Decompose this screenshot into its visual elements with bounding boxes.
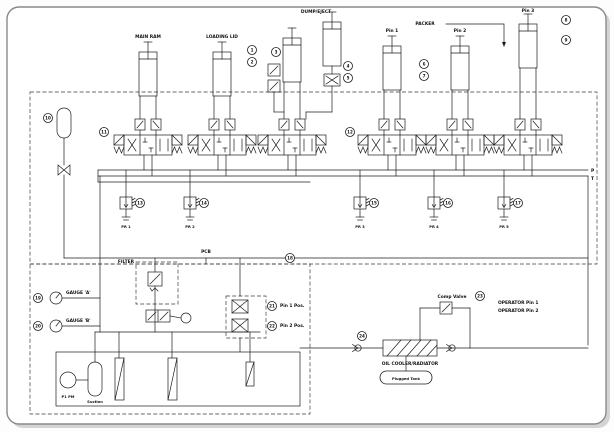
oil-cooler-label: OIL COOLER/RADIATOR [382,361,439,367]
enclosure-boundaries [29,91,598,415]
pin-position-block: Pin 1 Pos. Pin 2 Pos. [225,257,305,353]
balloon: 23 [475,291,485,301]
pin3-label: Pin 3 [522,8,534,14]
balloon: 7 [419,71,429,81]
sheet-frame [6,6,610,428]
station-pin2: Pin 2 [425,28,495,177]
svg-text:5: 5 [347,76,350,81]
svg-text:3: 3 [275,50,278,55]
svg-text:13: 13 [137,201,143,206]
rail-t-label: T [591,176,594,182]
return-line: PCB [63,249,589,265]
balloon: 13 [135,198,145,208]
dump-eject-label: DUMP/EJECT [301,9,331,15]
svg-text:2: 2 [251,60,254,65]
svg-text:24: 24 [359,334,365,339]
svg-text:16: 16 [445,201,451,206]
balloon: 15 [369,198,379,208]
filter-label: FILTER [118,259,135,265]
svg-text:15: 15 [371,201,377,206]
balloon: 2 [247,57,257,67]
balloon: 6 [419,59,429,69]
cooler-assembly: OIL COOLER/RADIATOR Comp Valve Plugged T… [299,294,589,385]
balloon: 4 [343,61,353,71]
svg-text:7: 7 [423,74,426,79]
prv-4-label: PR 4 [429,225,439,229]
balloon: 24 [357,331,367,341]
station-main-ram: MAIN RAM [113,34,183,177]
balloon: 20 [33,321,43,331]
operator-pin1-label: OPERATOR Pin 1 [498,300,538,306]
pressure-tank-rails: P T [97,168,595,346]
balloon: 1 [247,45,257,55]
balloon: 19 [33,293,43,303]
gauge-b-label: GAUGE 'B' [66,318,91,324]
balloon: 22 [267,321,277,331]
station-loading-lid: LOADING LID [187,34,257,177]
svg-text:6: 6 [423,62,426,67]
prv-3-label: PR 3 [355,225,365,229]
svg-text:22: 22 [269,324,275,329]
loading-lid-label: LOADING LID [206,34,238,40]
station-pin3: Pin 3 [493,8,563,177]
svg-text:4: 4 [347,64,350,69]
svg-text:9: 9 [565,38,568,43]
prv-5-label: PR 5 [499,225,509,229]
svg-text:18: 18 [287,256,293,261]
svg-text:1: 1 [251,48,254,53]
pin2-label: Pin 2 [454,28,466,34]
filter-assembly: FILTER [118,257,192,333]
suction-label: Suction [87,400,103,404]
item-balloons: 1 2 3 4 5 6 7 8 9 10 11 12 13 14 15 16 1… [33,15,571,341]
svg-text:8: 8 [565,18,568,23]
main-ram-label: MAIN RAM [135,34,161,40]
gauge-a-label: GAUGE 'A' [66,290,91,296]
balloon: 14 [199,198,209,208]
packer-label: PACKER [415,21,435,27]
reducing-valve-row: PR 1 PR 2 PR 3 PR 4 PR 5 [119,169,514,229]
svg-text:11: 11 [101,130,107,135]
svg-text:14: 14 [201,201,207,206]
svg-text:20: 20 [35,324,41,329]
svg-text:17: 17 [515,201,521,206]
balloon: 16 [443,198,453,208]
station-pin1: Pin 1 [357,28,427,177]
rail-p-label: P [591,168,595,174]
svg-text:19: 19 [35,296,41,301]
gauge-a-assembly: GAUGE 'A' [49,290,101,305]
balloon: 21 [267,301,277,311]
balloon: 10 [43,113,53,123]
svg-text:23: 23 [477,294,483,299]
svg-text:12: 12 [347,130,353,135]
svg-text:10: 10 [45,116,51,121]
packer-callout: PACKER [415,21,506,47]
pump-label: P1 PM [62,395,75,399]
svg-text:21: 21 [269,304,275,309]
balloon: 8 [561,15,571,25]
plugged-tank-label: Plugged Tank [392,377,420,381]
operator-pin2-label: OPERATOR Pin 2 [498,308,538,314]
balloon: 5 [343,73,353,83]
balloon: 9 [561,35,571,45]
prv-1-label: PR 1 [121,225,131,229]
balloon: 12 [345,127,355,137]
prv-2-label: PR 2 [185,225,195,229]
comp-valve-label: Comp Valve [438,294,467,300]
balloon: 17 [513,198,523,208]
pin1-pos-label: Pin 1 Pos. [280,303,305,309]
balloon: 11 [99,127,109,137]
pin2-pos-label: Pin 2 Pos. [280,323,305,329]
balloon: 3 [271,47,281,57]
accumulator-assembly [56,107,72,259]
gauge-b-assembly: GAUGE 'B' [49,318,101,333]
station-dump-eject: DUMP/EJECT [257,9,342,177]
pin1-label: Pin 1 [386,28,398,34]
pcb-label: PCB [201,249,211,255]
balloon: 18 [285,253,295,263]
